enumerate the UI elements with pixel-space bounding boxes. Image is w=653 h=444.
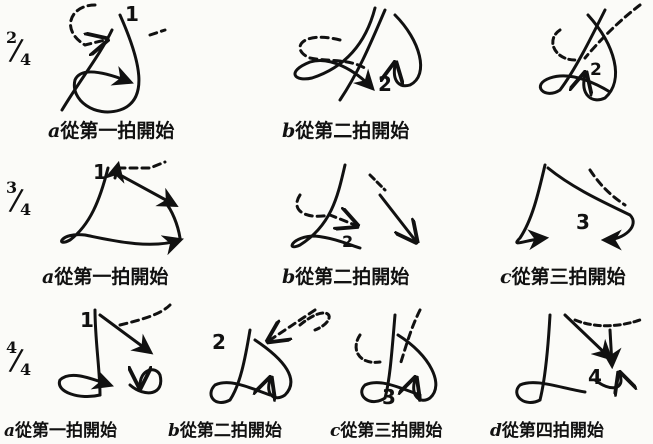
meter-denominator: 4: [20, 200, 32, 219]
pattern-3-4-b: [290, 163, 415, 250]
caption-text: 從第一拍開始: [15, 421, 118, 441]
pattern-4-4-d: [515, 313, 642, 404]
beat-number: 1: [93, 160, 107, 184]
caption-letter: b: [282, 266, 296, 288]
beat-number: 2: [342, 232, 354, 251]
caption-text: 從第二拍開始: [179, 421, 282, 441]
beat-number: 2: [378, 72, 392, 96]
caption-3-4-a: a從第一拍開始: [42, 262, 168, 289]
caption-letter: b: [168, 421, 180, 441]
beat-number: 3: [576, 210, 590, 234]
caption-2-4-a: a從第一拍開始: [48, 116, 174, 143]
pattern-3-4-c: [515, 163, 635, 251]
caption-text: 從第一拍開始: [54, 266, 169, 288]
pattern-3-4-a: [60, 160, 184, 256]
caption-text: 從第二拍開始: [295, 120, 410, 142]
caption-letter: c: [500, 266, 512, 288]
caption-text: 從第一拍開始: [60, 120, 175, 142]
pattern-2-4-a: [60, 3, 167, 114]
caption-2-4-b: b從第二拍開始: [282, 116, 409, 143]
caption-letter: c: [330, 421, 341, 441]
pattern-4-4-a: [57, 303, 172, 398]
caption-letter: a: [48, 120, 61, 142]
caption-4-4-d: d從第四拍開始: [490, 416, 604, 441]
beat-number: 3: [382, 385, 396, 409]
pattern-2-4-b: [293, 6, 423, 102]
beat-number: 2: [590, 60, 602, 80]
pattern-4-4-b: [209, 308, 331, 404]
caption-4-4-b: b從第二拍開始: [168, 416, 282, 441]
caption-letter: a: [4, 421, 16, 441]
meter-denominator: 4: [20, 50, 32, 69]
caption-text: 從第四拍開始: [501, 421, 604, 441]
caption-3-4-b: b從第二拍開始: [282, 262, 409, 289]
pattern-2-4-c: [538, 3, 642, 102]
meter-numerator: 4: [6, 338, 18, 357]
caption-letter: b: [282, 120, 296, 142]
beat-number: 2: [212, 330, 226, 354]
beat-number: 1: [125, 2, 139, 26]
caption-text: 從第三拍開始: [511, 266, 626, 288]
meter-numerator: 2: [6, 28, 18, 47]
beat-number: 4: [588, 365, 602, 389]
caption-4-4-a: a從第一拍開始: [4, 416, 117, 441]
pattern-4-4-c: [354, 308, 438, 404]
meter-denominator: 4: [20, 360, 32, 379]
caption-text: 從第二拍開始: [295, 266, 410, 288]
caption-3-4-c: c從第三拍開始: [500, 262, 626, 289]
caption-text: 從第三拍開始: [340, 421, 443, 441]
caption-letter: a: [42, 266, 55, 288]
meter-numerator: 3: [6, 178, 18, 197]
beat-number: 1: [80, 308, 94, 332]
caption-4-4-c: c從第三拍開始: [330, 416, 442, 441]
caption-letter: d: [490, 421, 502, 441]
